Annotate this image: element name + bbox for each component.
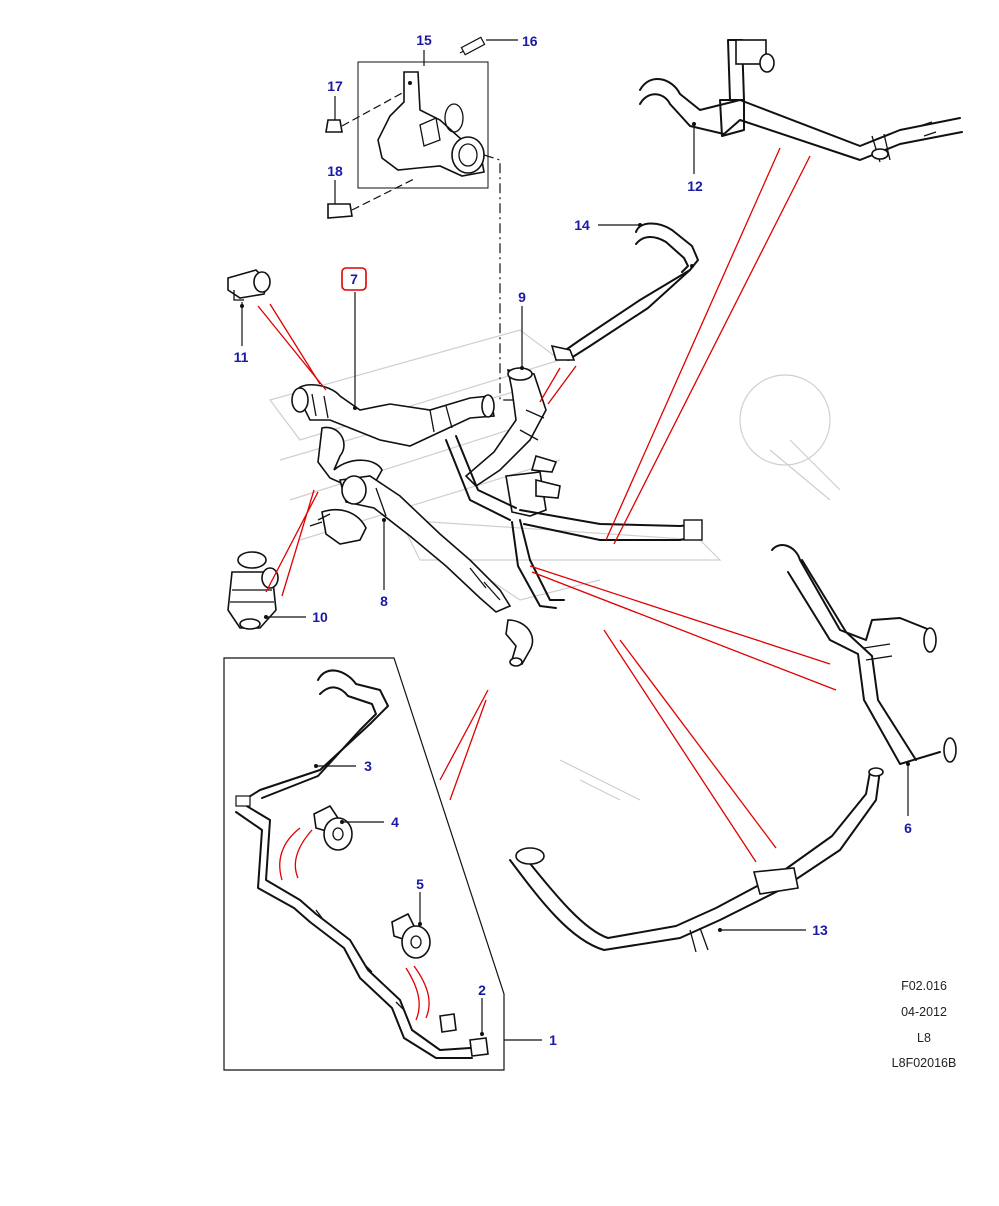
callout-11: 11 [234,349,249,365]
engine-hose-assembly [291,367,703,667]
sensor-11 [227,269,271,301]
callout-7-highlight-box [341,267,367,291]
callout-10: 10 [312,609,328,625]
thermostat-housing-group [325,36,520,401]
hose-13 [509,767,884,953]
callout-4: 4 [391,814,399,830]
callout-1: 1 [549,1032,557,1048]
hose-12 [639,39,963,163]
callout-16: 16 [522,33,538,49]
callout-18: 18 [327,163,343,179]
callout-7: 7 [350,271,358,287]
callout-leaders [240,39,910,1041]
callout-3: 3 [364,758,372,774]
connector-lines [257,147,837,863]
hose-6 [771,544,957,765]
callout-17: 17 [327,78,343,94]
thermostat-10 [227,551,279,630]
callout-13: 13 [812,922,828,938]
inset-hose-assembly-1 [223,657,505,1071]
callout-numbers: 15 16 17 18 12 14 7 9 11 8 10 3 4 5 6 13… [234,32,913,1048]
model-code: L8 [917,1031,931,1045]
callout-14: 14 [574,217,590,233]
callout-5: 5 [416,876,424,892]
drawing-date: 04-2012 [901,1005,947,1019]
callout-9: 9 [518,289,526,305]
callout-6: 6 [904,820,912,836]
callout-12: 12 [687,178,703,194]
callout-2: 2 [478,982,486,998]
drawing-reference: F02.016 04-2012 L8 L8F02016B [892,979,957,1070]
callout-15: 15 [416,32,432,48]
callout-8: 8 [380,593,388,609]
drawing-number: L8F02016B [892,1056,957,1070]
hose-14 [550,222,699,361]
figure-number: F02.016 [901,979,947,993]
